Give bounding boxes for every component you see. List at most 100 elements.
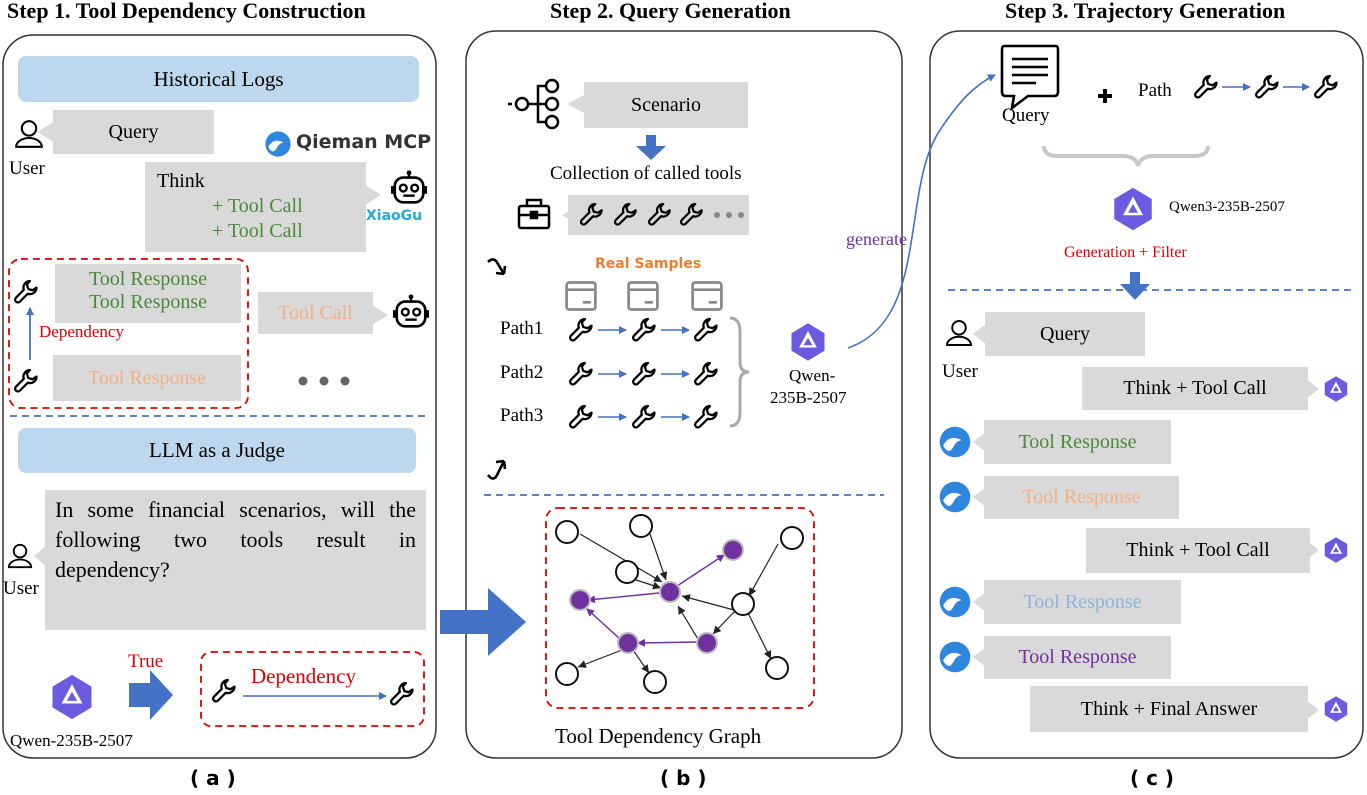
- graph-label: Tool Dependency Graph: [555, 724, 762, 748]
- window-icon: [565, 281, 597, 311]
- scenario-tree-icon: [508, 78, 560, 130]
- wrench-icon: [631, 361, 656, 386]
- wrench-icon: [693, 361, 718, 386]
- robot-icon: [390, 170, 428, 204]
- gen-filter-label: Generation + Filter: [1064, 244, 1187, 261]
- step1-title: Step 1. Tool Dependency Construction: [7, 0, 366, 23]
- qwen3-model-label: Qwen3-235B-2507: [1169, 199, 1285, 215]
- user-label: User: [9, 158, 45, 179]
- dependency-label: Dependency: [39, 322, 124, 341]
- model-label: Qwen-235B-2507: [10, 731, 133, 750]
- tool-response-c2: Tool Response: [984, 476, 1179, 519]
- user-icon: [946, 320, 972, 346]
- qwen-logo-icon: [1324, 696, 1348, 722]
- model-label-line2: 235B-2507: [770, 388, 847, 407]
- wrench-icon: [13, 368, 38, 393]
- wrench-icon: [568, 361, 593, 386]
- path-label: Path: [1138, 80, 1172, 101]
- qwen-logo-icon: [1324, 376, 1348, 402]
- panel-b: [465, 30, 903, 759]
- tool-response-c3: Tool Response: [984, 580, 1181, 624]
- wrench-icon: [693, 404, 718, 429]
- generate-label: generate: [846, 229, 907, 249]
- dependency-result-box: [200, 651, 425, 727]
- wrench-icon: [693, 317, 718, 342]
- qieman-brand: Qieman MCP: [296, 131, 432, 153]
- query-bubble: Query: [53, 110, 214, 154]
- path1-label: Path1: [500, 318, 544, 339]
- user-label-c: User: [942, 361, 978, 382]
- wrench-icon: [631, 404, 656, 429]
- wrench-icon: [568, 404, 593, 429]
- caption-a: ( a ): [190, 766, 236, 790]
- true-label: True: [128, 651, 164, 672]
- query-doc-icon: [1000, 44, 1060, 111]
- judge-question-bubble: In some financial scenarios, will the fo…: [45, 490, 426, 630]
- robot-icon: [392, 294, 430, 328]
- user-icon: [15, 120, 43, 148]
- think-final-answer: Think + Final Answer: [1030, 686, 1308, 732]
- caption-b: ( b ): [660, 766, 707, 790]
- query-label: Query: [1002, 105, 1050, 126]
- panel-c: [929, 30, 1364, 759]
- wrench-icon: [568, 317, 593, 342]
- tool-response-c1: Tool Response: [984, 420, 1171, 464]
- qieman-logo-icon: [939, 641, 971, 673]
- generate-curve: [847, 74, 996, 349]
- collection-label: Collection of called tools: [550, 163, 742, 184]
- wrench-icon: [631, 317, 656, 342]
- dependency-result-label: Dependency: [251, 664, 356, 688]
- wrench-icon: [211, 678, 236, 703]
- tool-call-bubble: Tool Call: [258, 292, 373, 334]
- dependency-graph: [555, 514, 804, 694]
- path2-label: Path2: [500, 362, 544, 383]
- tool-response-3: Tool Response: [53, 355, 241, 401]
- tool-response-c4: Tool Response: [984, 636, 1171, 679]
- panel-a: [2, 34, 437, 759]
- qieman-logo-icon: [939, 481, 971, 513]
- tool-response-1: Tool Response: [88, 268, 208, 290]
- think-bubble: Think + Tool Call + Tool Call: [145, 162, 366, 252]
- step3-title: Step 3. Trajectory Generation: [1005, 0, 1286, 23]
- llm-judge-banner: LLM as a Judge: [18, 428, 416, 473]
- model-label-line1: Qwen-: [789, 366, 836, 385]
- qwen-logo-icon: [1114, 187, 1152, 231]
- think-label: Think: [157, 170, 205, 192]
- qieman-logo-icon: [939, 426, 971, 458]
- wrench-icon: [1193, 74, 1218, 99]
- query-bubble-c: Query: [985, 312, 1145, 356]
- user2-label: User: [3, 578, 39, 599]
- qwen-logo-icon: [1324, 537, 1348, 563]
- caption-c: ( c ): [1130, 766, 1175, 790]
- tool-response-bubble: Tool Response Tool Response: [55, 264, 241, 323]
- historical-logs-banner: Historical Logs: [18, 56, 419, 102]
- wrench-icon: [13, 279, 38, 304]
- think-tool-call-1: Think + Tool Call: [1082, 367, 1308, 410]
- dependency-region: [8, 258, 249, 409]
- real-samples-label: Real Samples: [595, 256, 702, 272]
- user-icon: [7, 543, 33, 569]
- qwen-logo-icon: [791, 323, 825, 361]
- wrench-icon: [1313, 74, 1338, 99]
- true-arrow: [129, 670, 173, 720]
- path3-label: Path3: [500, 405, 544, 426]
- window-icon: [627, 281, 659, 311]
- qwen-logo-icon: [52, 674, 92, 720]
- think-tool-call-1: + Tool Call: [212, 195, 303, 217]
- big-arrow-a-to-b: [440, 588, 526, 656]
- wrench-icon: [1254, 74, 1279, 99]
- scenario-bubble: Scenario: [584, 82, 748, 128]
- toolbox-icon: [517, 198, 551, 230]
- tool-response-2: Tool Response: [88, 291, 208, 313]
- qieman-logo-icon: [939, 586, 971, 618]
- agent-label: XiaoGu: [366, 208, 423, 224]
- plus-icon: [1098, 89, 1112, 103]
- step2-title: Step 2. Query Generation: [550, 0, 791, 23]
- think-tool-call-2: + Tool Call: [212, 220, 303, 242]
- qieman-logo-icon: [265, 131, 291, 157]
- think-tool-call-2: Think + Tool Call: [1086, 528, 1310, 573]
- tool-dependency-graph-box: [545, 507, 815, 709]
- wrench-icon: [389, 681, 414, 706]
- window-icon: [691, 281, 723, 311]
